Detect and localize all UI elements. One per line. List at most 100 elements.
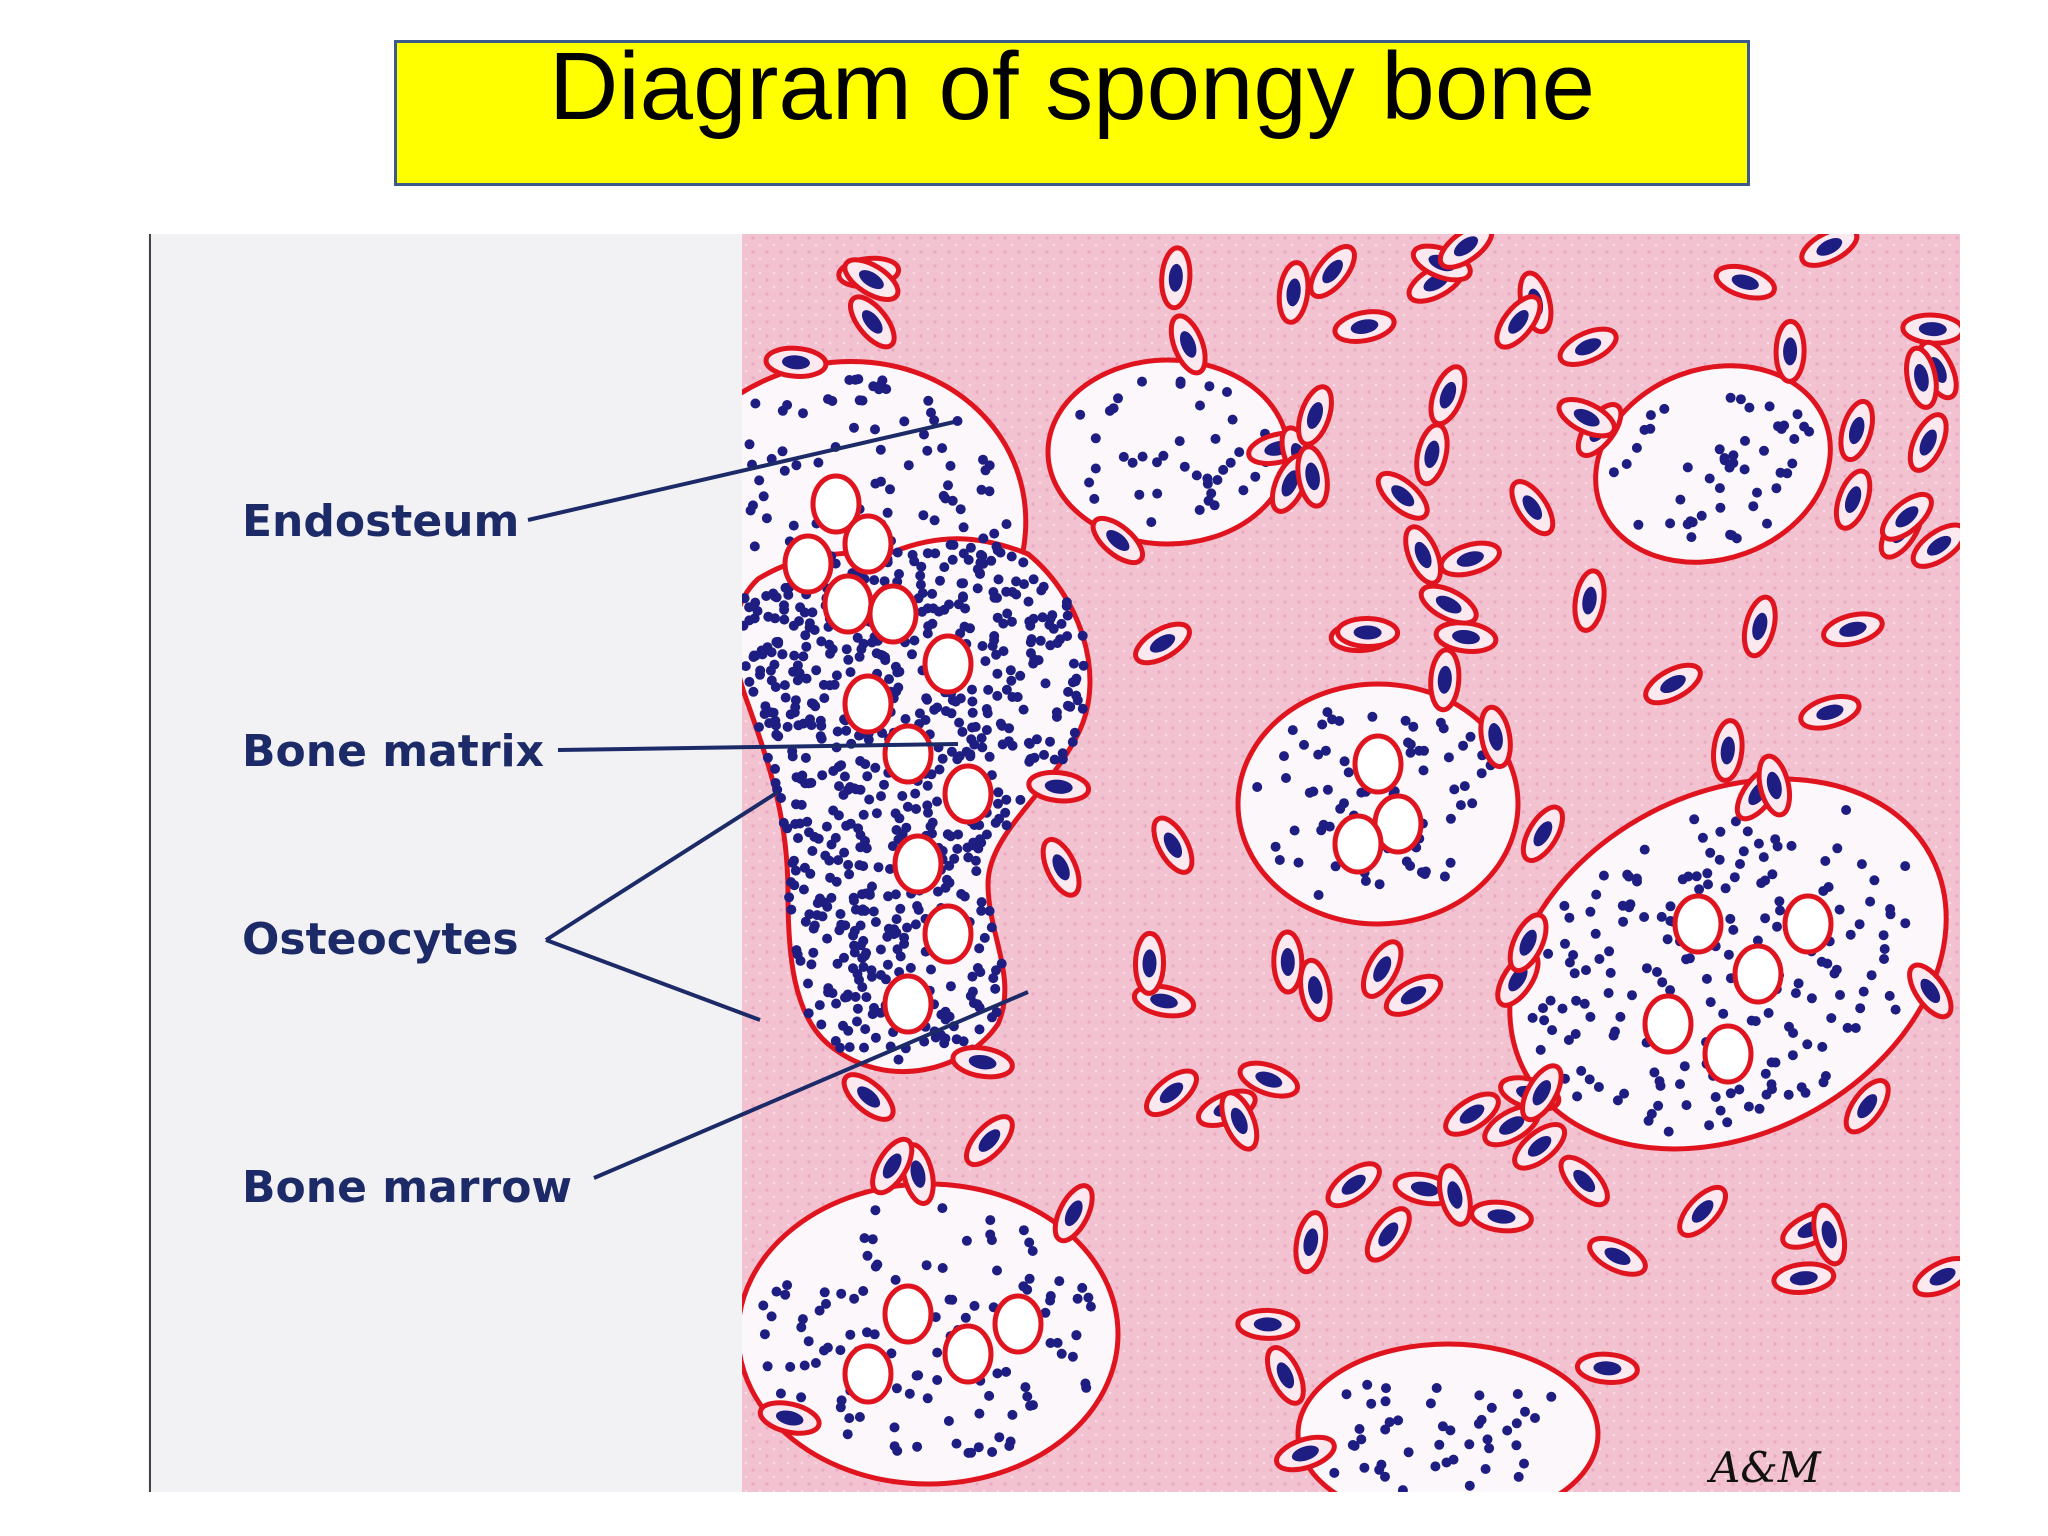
marrow-cell xyxy=(1657,977,1668,988)
marrow-cell xyxy=(1715,826,1726,837)
marrow-cell xyxy=(1564,912,1575,923)
marrow-cell xyxy=(1279,751,1289,762)
marrow-cell xyxy=(761,513,772,524)
osteocyte xyxy=(848,294,897,350)
osteocyte xyxy=(1428,364,1468,427)
marrow-cell xyxy=(844,1413,855,1424)
osteocyte-nucleus xyxy=(1857,1094,1878,1119)
marrow-cell xyxy=(916,561,927,572)
marrow-cell xyxy=(949,853,960,864)
marrow-cell xyxy=(1527,1012,1538,1023)
marrow-cell xyxy=(1077,703,1088,714)
marrow-cell xyxy=(1465,731,1476,742)
marrow-cell xyxy=(941,706,951,717)
osteocyte-nucleus xyxy=(1230,1107,1248,1135)
marrow-cell xyxy=(742,661,751,672)
marrow-cell xyxy=(1761,1089,1772,1100)
marrow-cell xyxy=(980,656,991,667)
marrow-cell xyxy=(1752,935,1763,946)
bone-matrix-leader xyxy=(557,742,959,752)
marrow-cell xyxy=(1222,387,1232,397)
marrow-cell xyxy=(791,460,802,471)
marrow-cell xyxy=(952,416,963,426)
marrow-cell xyxy=(1289,825,1300,836)
marrow-cell xyxy=(1052,1337,1063,1348)
marrow-cell xyxy=(1202,473,1213,484)
marrow-cell xyxy=(1790,988,1801,999)
marrow-cell xyxy=(814,1305,825,1316)
marrow-cell xyxy=(944,1011,955,1022)
marrow-cell xyxy=(1754,1103,1765,1114)
marrow-cell xyxy=(1665,985,1676,996)
marrow-cell xyxy=(1437,1421,1448,1432)
marrow-cell xyxy=(1400,715,1411,726)
marrow-cell xyxy=(1445,813,1456,824)
blood-vessel xyxy=(1672,893,1724,955)
marrow-cell xyxy=(1591,889,1602,900)
marrow-cell xyxy=(1681,1100,1692,1111)
osteocyte xyxy=(1428,647,1462,713)
marrow-cell xyxy=(972,583,983,594)
marrow-cell xyxy=(1683,871,1694,882)
marrow-cell xyxy=(861,992,872,1003)
marrow-cell xyxy=(927,817,938,828)
marrow-cell xyxy=(1287,725,1298,736)
marrow-cell xyxy=(976,897,987,908)
marrow-cell xyxy=(1543,948,1554,959)
marrow-cell xyxy=(852,1003,863,1014)
marrow-cell xyxy=(993,798,1003,809)
marrow-cell xyxy=(1705,997,1716,1008)
marrow-cell xyxy=(856,940,866,951)
marrow-cell xyxy=(978,454,988,465)
blood-vessel xyxy=(1782,893,1834,955)
marrow-cell xyxy=(1191,470,1202,481)
osteocyte xyxy=(1298,957,1333,1023)
osteocyte-nucleus xyxy=(1660,674,1686,694)
marrow-cell xyxy=(1084,477,1095,488)
marrow-cell xyxy=(945,460,956,471)
marrow-cell xyxy=(845,667,856,678)
marrow-cell xyxy=(1056,1348,1067,1359)
marrow-cell xyxy=(766,675,777,686)
marrow-cell xyxy=(766,647,777,658)
osteocyte xyxy=(1296,384,1334,447)
marrow-cell xyxy=(883,891,894,902)
marrow-cell xyxy=(859,1233,870,1244)
marrow-cell xyxy=(913,904,924,915)
marrow-cell xyxy=(1730,816,1741,827)
marrow-cell xyxy=(885,484,895,495)
marrow-cell xyxy=(1559,900,1570,911)
osteocyte xyxy=(1512,1122,1568,1171)
marrow-cell xyxy=(986,922,997,933)
marrow-cell xyxy=(890,661,901,672)
marrow-cell xyxy=(764,718,775,729)
marrow-cell xyxy=(1681,954,1692,965)
marrow-cell xyxy=(946,746,957,757)
osteocyte xyxy=(1833,468,1873,531)
marrow-cell xyxy=(859,1042,869,1053)
bone-matrix-label: Bone matrix xyxy=(242,726,544,777)
blood-vessel xyxy=(882,1283,934,1345)
marrow-cell xyxy=(754,722,764,733)
marrow-cell xyxy=(1710,1092,1721,1102)
marrow-cell xyxy=(1458,740,1469,751)
marrow-cell xyxy=(770,778,781,788)
marrow-cell xyxy=(937,753,948,764)
marrow-cell xyxy=(1001,1366,1012,1377)
marrow-cell xyxy=(963,852,974,863)
osteocyte xyxy=(1507,912,1549,974)
marrow-cell xyxy=(852,632,863,643)
marrow-cell xyxy=(902,922,912,933)
marrow-cell xyxy=(922,1393,933,1404)
marrow-cell xyxy=(1225,457,1236,468)
marrow-cell xyxy=(882,507,893,518)
marrow-cell xyxy=(839,771,850,782)
marrow-cell xyxy=(882,931,893,942)
osteocyte-nucleus xyxy=(1159,1082,1184,1104)
marrow-cell xyxy=(933,886,943,897)
marrow-cell xyxy=(1430,1461,1441,1472)
marrow-cell xyxy=(880,974,891,985)
marrow-cell xyxy=(1080,1378,1091,1389)
osteocyte xyxy=(1910,522,1960,569)
marrow-cell xyxy=(1665,901,1676,912)
